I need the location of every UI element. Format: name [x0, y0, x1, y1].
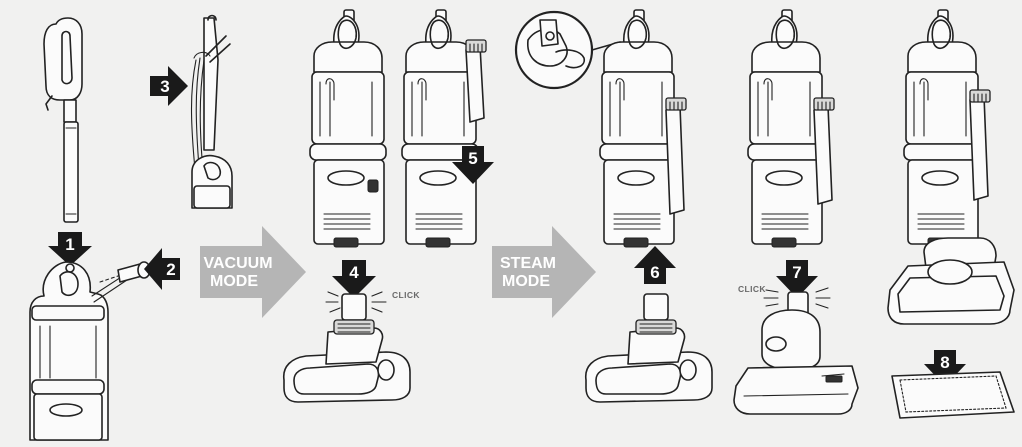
badge-step-5: 5: [452, 146, 494, 184]
steam-head: [733, 291, 859, 415]
badge-step-8: 8: [924, 350, 966, 386]
vacuum-mode-line2: MODE: [210, 273, 258, 290]
badge-step-4: 4: [332, 260, 376, 298]
click-lines-a: [325, 291, 387, 313]
badge-step-1: 1: [48, 232, 92, 266]
vacuum-unit-1: [309, 9, 387, 248]
steam-mode-line2: MODE: [502, 273, 550, 290]
click-lines-b: [763, 287, 831, 309]
vacuum-unit-4: [747, 9, 835, 248]
step-1-number: 1: [65, 235, 74, 254]
vacuum-unit-2: [401, 9, 487, 248]
badge-step-2: 2: [144, 248, 180, 290]
steam-mop-unit: [887, 9, 1015, 325]
step-8-number: 8: [940, 353, 949, 372]
mop-pad: [891, 371, 1015, 419]
badge-step-3: 3: [150, 66, 188, 106]
vacuum-mode-arrow: VACUUM MODE: [200, 226, 306, 318]
step-7-number: 7: [792, 263, 801, 282]
steam-mode-line1: STEAM: [500, 255, 556, 272]
cord-wrap-assembly: [190, 14, 233, 209]
floor-head-2: [584, 293, 713, 403]
step-4-number: 4: [349, 263, 359, 282]
vacuum-mode-line1: VACUUM: [203, 255, 272, 272]
step-6-number: 6: [650, 263, 659, 282]
badge-step-6: 6: [634, 246, 676, 284]
handle-assembly: [43, 17, 83, 223]
step-2-number: 2: [166, 260, 175, 279]
vacuum-top-assembly: [29, 261, 137, 441]
click-label-a: CLICK: [392, 290, 420, 300]
floor-head-1: [282, 293, 411, 403]
step-3-number: 3: [160, 77, 169, 96]
click-label-b: CLICK: [738, 284, 766, 294]
badge-step-7: 7: [776, 260, 818, 298]
step-5-number: 5: [468, 149, 477, 168]
vacuum-unit-3: [599, 9, 687, 248]
steam-mode-arrow: STEAM MODE: [492, 226, 596, 318]
screw: [99, 261, 151, 283]
